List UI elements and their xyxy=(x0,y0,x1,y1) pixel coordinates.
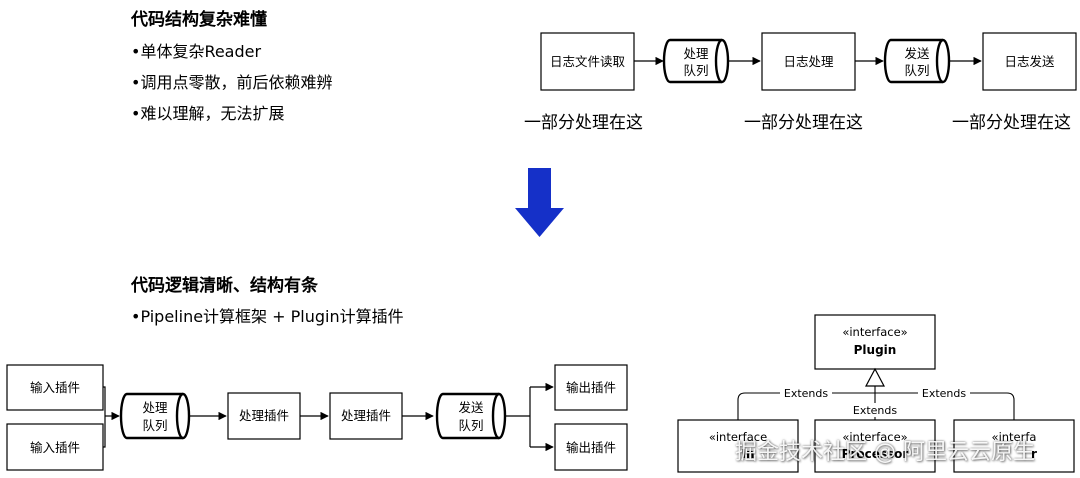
process-queue-label-2: 队列 xyxy=(683,63,708,78)
process-plugin-label-2: 处理插件 xyxy=(341,408,391,423)
send-queue-label-1: 发送 xyxy=(904,46,930,61)
process-plugin-box-2 xyxy=(329,392,403,440)
output-plugin-box-1 xyxy=(554,364,628,411)
uml-diagram: «interface» Plugin Extends Extends Exten… xyxy=(677,314,1075,473)
extends-label-left: Extends xyxy=(784,387,828,400)
pipeline-process-queue-label-2: 队列 xyxy=(142,418,167,433)
log-send-label: 日志发送 xyxy=(1004,54,1055,69)
under-label-1: 一部分处理在这 xyxy=(524,113,643,133)
log-read-box xyxy=(540,32,635,91)
output-interface-box xyxy=(953,419,1075,473)
top-bullet-1: •单体复杂Reader xyxy=(131,42,262,61)
send-queue-label-2: 队列 xyxy=(904,63,929,78)
input-plugin-box-2 xyxy=(6,423,104,471)
pipeline-process-queue-cylinder: 处理 队列 xyxy=(119,392,191,440)
output-plugin-label-2: 输出插件 xyxy=(566,440,616,455)
input-plugin-label-2: 输入插件 xyxy=(30,440,80,455)
pipeline-process-queue-label-1: 处理 xyxy=(142,400,168,415)
bottom-bullet: •Pipeline计算框架 + Plugin计算插件 xyxy=(131,307,404,326)
pipeline-send-queue-label-1: 发送 xyxy=(458,400,484,415)
input-interface-name: In xyxy=(741,447,754,461)
plugin-stereotype: «interface» xyxy=(842,325,907,339)
top-bullet-2: •调用点零散，前后依赖难辨 xyxy=(131,73,333,92)
log-send-box xyxy=(982,32,1077,91)
output-interface-name: r xyxy=(1031,447,1037,461)
process-queue-cylinder: 处理 队列 xyxy=(662,38,730,84)
bottom-heading: 代码逻辑清晰、结构有条 xyxy=(131,276,318,296)
process-queue-label-1: 处理 xyxy=(683,46,709,61)
input-plugin-box-1 xyxy=(6,364,104,411)
inheritance-triangle-icon xyxy=(865,367,885,387)
under-label-3: 一部分处理在这 xyxy=(952,113,1071,133)
input-interface-stereotype: «interface xyxy=(709,430,767,444)
send-queue-cylinder: 发送 队列 xyxy=(883,38,951,84)
output-plugin-box-2 xyxy=(554,423,628,471)
watermark: 掘金技术社区 @ 阿里云云原生 xyxy=(735,440,1035,465)
log-read-label: 日志文件读取 xyxy=(550,54,626,69)
process-plugin-label-1: 处理插件 xyxy=(239,408,289,423)
top-flow: 日志文件读取 处理 队列 日志处理 发送 队列 日志发送 xyxy=(540,32,1077,91)
processor-interface-stereotype: «interface» xyxy=(842,430,907,444)
down-arrow-icon xyxy=(515,168,564,237)
output-interface-stereotype: «interfa xyxy=(992,430,1037,444)
process-plugin-box-1 xyxy=(227,392,301,440)
pipeline-flow: 输入插件 输入插件 处理 队列 处理插件 处理插件 发送 队列 xyxy=(6,364,628,471)
extends-label-mid: Extends xyxy=(853,404,897,417)
output-plugin-label-1: 输出插件 xyxy=(566,380,616,395)
extends-label-right: Extends xyxy=(922,387,966,400)
log-process-box xyxy=(761,32,856,91)
pipeline-send-queue-cylinder: 发送 队列 xyxy=(435,392,507,440)
plugin-name: Plugin xyxy=(854,343,897,357)
input-interface-box xyxy=(677,419,799,473)
plugin-interface-box xyxy=(814,314,936,370)
log-process-label: 日志处理 xyxy=(783,54,834,69)
processor-interface-box xyxy=(814,419,936,473)
pipeline-send-queue-label-2: 队列 xyxy=(458,418,483,433)
top-heading: 代码结构复杂难懂 xyxy=(131,10,267,30)
input-plugin-label-1: 输入插件 xyxy=(30,380,80,395)
under-label-2: 一部分处理在这 xyxy=(744,113,863,133)
processor-interface-name: Processor xyxy=(842,447,909,461)
top-bullet-3: •难以理解，无法扩展 xyxy=(131,104,285,123)
